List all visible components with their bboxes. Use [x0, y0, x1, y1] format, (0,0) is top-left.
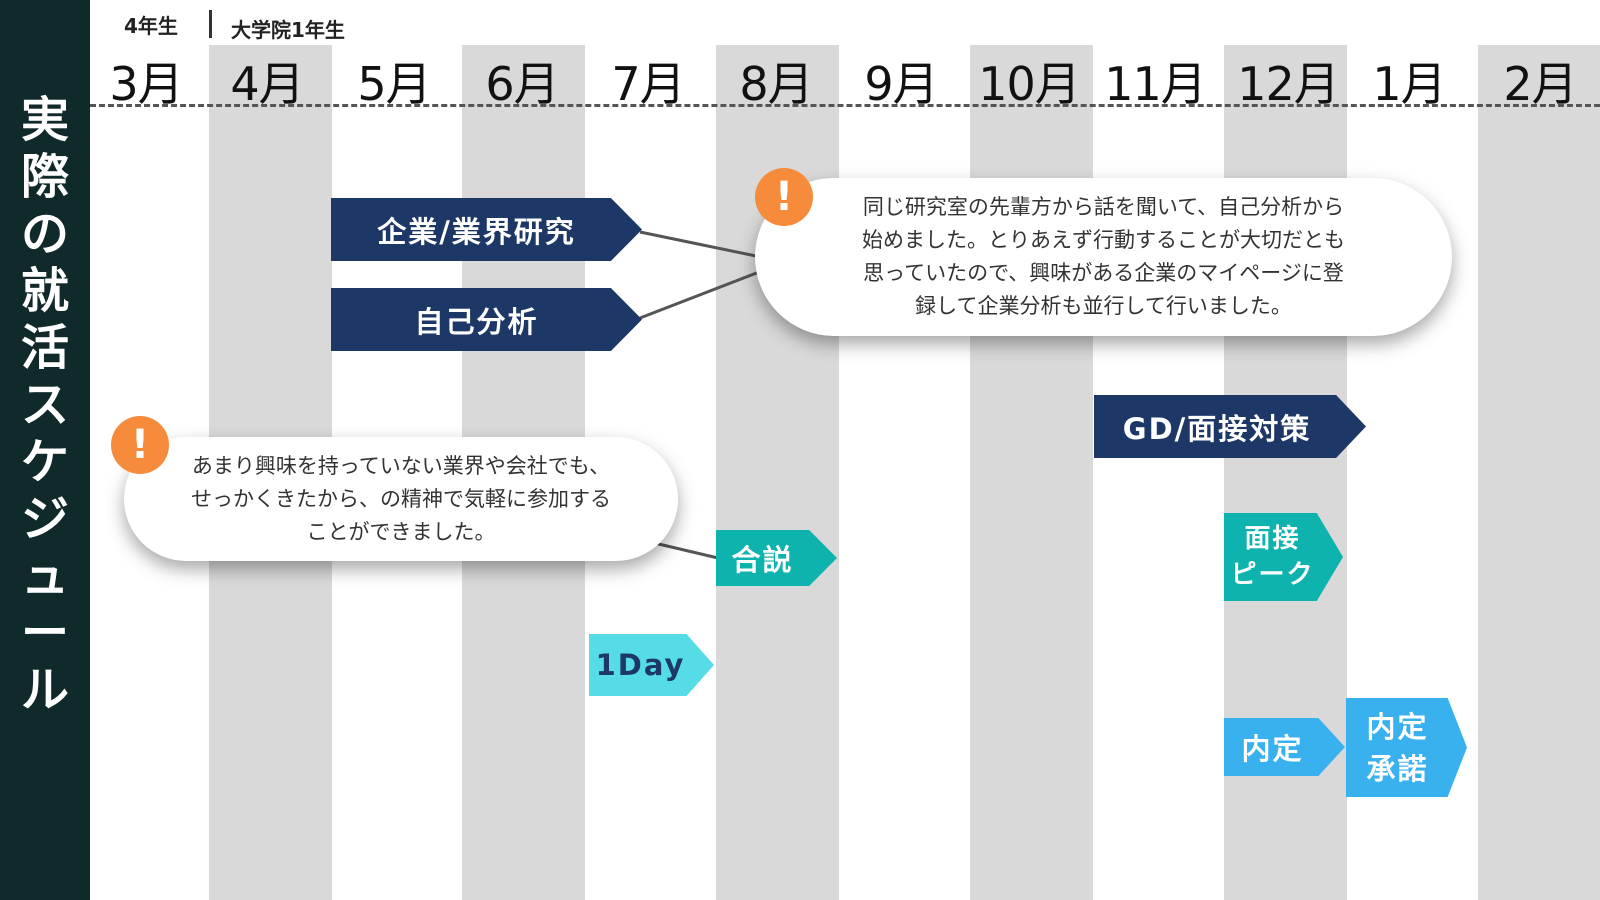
arrow-label: 自己分析 [414, 304, 539, 339]
sidebar-title-char: ル [20, 662, 69, 718]
month-label-jan: 1月 [1372, 57, 1446, 111]
arrow-oneday-internship: 1Day [589, 634, 714, 696]
sidebar-title-char: 就 [20, 263, 69, 319]
sidebar-title: 実 際 の 就 活 ス ケ ジ ュ ー ル [0, 92, 90, 719]
month-label-sep: 9月 [864, 57, 938, 111]
alert-icon: ! [111, 416, 169, 474]
callout-bottom-text: あまり興味を持っていない業界や会社でも、 せっかくきたから、の精神で気軽に参加す… [191, 450, 611, 549]
month-label-mar: 3月 [109, 57, 183, 111]
grade-label-undergrad: 4年生 [124, 14, 178, 38]
sidebar-title-char: 活 [20, 320, 69, 376]
sidebar-title-char: の [20, 206, 69, 262]
callout-line: せっかくきたから、の精神で気軽に参加する [191, 486, 611, 511]
arrow-label: 合説 [731, 543, 794, 577]
arrow-gd-interview-prep: GD/面接対策 [1094, 395, 1366, 458]
month-label-jun: 6月 [485, 57, 559, 111]
month-stripe-feb [1478, 45, 1600, 900]
arrow-label: 内定 [1241, 732, 1304, 766]
month-label-aug: 8月 [739, 57, 813, 111]
arrow-label: 内定 [1366, 709, 1429, 744]
arrow-label: 面接 [1244, 524, 1301, 554]
callout-bottom: あまり興味を持っていない業界や会社でも、 せっかくきたから、の精神で気軽に参加す… [124, 437, 678, 561]
arrow-label: 承諾 [1366, 751, 1429, 786]
sidebar-title-char: ケ [20, 434, 69, 490]
grade-divider [209, 10, 212, 38]
arrow-interview-peak: 面接 ピーク [1224, 513, 1343, 601]
arrow-company-research: 企業/業界研究 [331, 198, 642, 261]
month-label-may: 5月 [357, 57, 431, 111]
callout-line: 始めました。とりあえず行動することが大切だとも [862, 228, 1345, 252]
arrow-offer-acceptance: 内定 承諾 [1346, 698, 1467, 797]
arrow-joint-briefing: 合説 [716, 530, 837, 586]
month-label-dec: 12月 [1237, 57, 1340, 111]
sidebar: 実 際 の 就 活 ス ケ ジ ュ ー ル [0, 0, 90, 900]
month-label-apr: 4月 [230, 57, 304, 111]
month-label-oct: 10月 [978, 57, 1081, 111]
callout-line: 録して企業分析も並行して行いました。 [915, 294, 1292, 318]
alert-icon: ! [755, 168, 813, 226]
arrow-label: 企業/業界研究 [377, 214, 576, 249]
callout-line: 同じ研究室の先輩方から話を聞いて、自己分析から [862, 195, 1345, 219]
month-label-feb: 2月 [1503, 57, 1577, 111]
timeline-divider [90, 104, 1600, 107]
callout-top: 同じ研究室の先輩方から話を聞いて、自己分析から 始めました。とりあえず行動するこ… [755, 178, 1452, 336]
month-label-jul: 7月 [611, 57, 685, 111]
callout-line: 思っていたので、興味がある企業のマイページに登 [863, 261, 1344, 285]
sidebar-title-char: ュ [20, 548, 69, 604]
arrow-self-analysis: 自己分析 [331, 288, 642, 351]
callout-top-text: 同じ研究室の先輩方から話を聞いて、自己分析から 始めました。とりあえず行動するこ… [862, 191, 1345, 323]
sidebar-title-char: ジ [20, 491, 69, 547]
grade-label-grad: 大学院1年生 [231, 18, 345, 42]
arrow-job-offer: 内定 [1224, 718, 1345, 776]
sidebar-title-char: 実 [20, 92, 69, 148]
arrow-label: 1Day [595, 648, 686, 682]
sidebar-title-char: 際 [20, 149, 69, 205]
callout-line: あまり興味を持っていない業界や会社でも、 [191, 453, 611, 478]
callout-line: ことができました。 [306, 519, 496, 544]
month-label-nov: 11月 [1104, 57, 1207, 111]
sidebar-title-char: ー [20, 605, 69, 661]
arrow-label: GD/面接対策 [1122, 411, 1312, 446]
sidebar-title-char: ス [20, 377, 69, 433]
arrow-label: ピーク [1230, 560, 1315, 590]
month-stripe-oct [970, 45, 1093, 900]
